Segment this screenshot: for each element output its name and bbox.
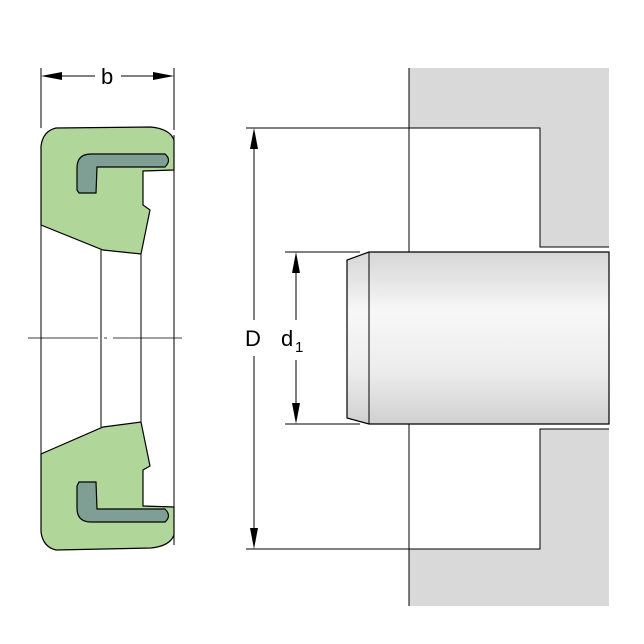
housing-assembly (246, 68, 610, 606)
shaft-diameter-arrowhead-top (292, 252, 300, 273)
seal-seat-outline-top (409, 127, 609, 248)
outer-diameter-arrowhead-bottom (250, 528, 258, 549)
width-arrowhead-right (153, 72, 174, 80)
housing-upper (409, 68, 609, 247)
seal-rubber-top (40, 126, 175, 255)
width-dimension: b (41, 64, 174, 89)
width-label: b (101, 64, 113, 89)
seal-metal-insert-top (76, 153, 170, 194)
shaft-diameter-label-subscript: 1 (295, 339, 303, 356)
shaft-diameter-dimension: d 1 (281, 252, 303, 424)
seal-metal-insert-bottom (76, 481, 170, 523)
outer-diameter-label: D (245, 326, 261, 351)
shaft-diameter-label: d (281, 326, 293, 351)
shaft-diameter-arrowhead-bottom (292, 403, 300, 424)
seal-rubber-bottom (40, 421, 175, 551)
outer-diameter-dimension: D (245, 128, 261, 549)
seal-seat-outline-bottom (409, 428, 609, 550)
width-arrowhead-left (41, 72, 62, 80)
housing-lower (409, 429, 609, 606)
seal-cross-section (28, 68, 182, 551)
shaft (346, 251, 610, 425)
outer-diameter-arrowhead-top (250, 128, 258, 149)
